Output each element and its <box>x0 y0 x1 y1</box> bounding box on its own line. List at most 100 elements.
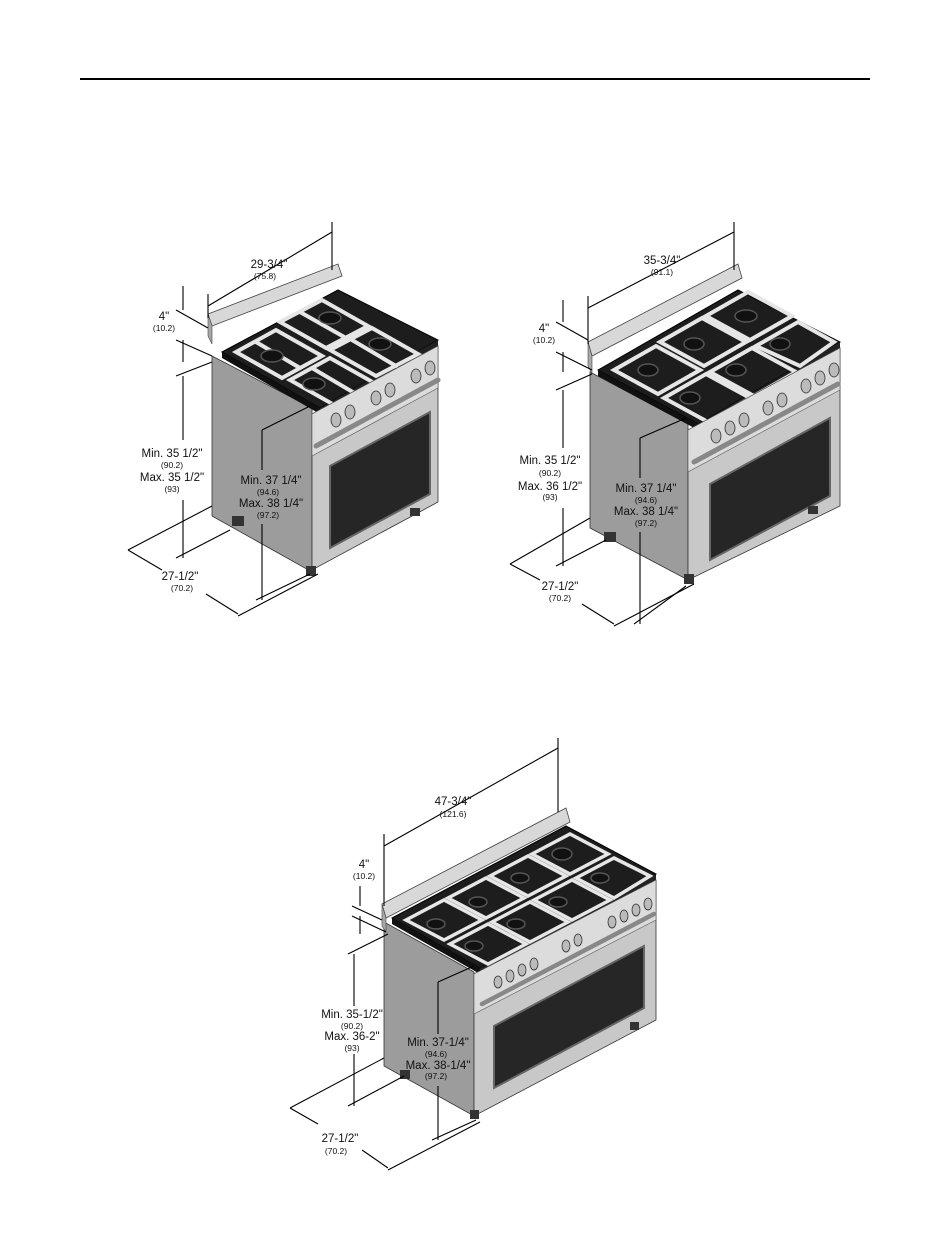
knob-icon <box>814 370 826 386</box>
range-48-front-max-metric: (97.2) <box>425 1071 447 1081</box>
burner-icon <box>510 872 530 884</box>
knob-icon <box>505 969 515 983</box>
burner-icon <box>368 337 392 351</box>
range-30-dimensions: 29-3/4" (75.8) 4" (10.2) Min. 35 1/2" (9… <box>127 222 333 617</box>
knob-icon <box>631 903 641 917</box>
burner-icon <box>464 940 484 952</box>
range-48-depth-label: 27-1/2" <box>322 1133 359 1145</box>
knob-icon <box>619 909 629 923</box>
knob-icon <box>370 390 382 406</box>
range-30-oven-window <box>329 410 431 550</box>
range-48-front-max-label: Max. 38-1/4" <box>406 1060 471 1072</box>
range-30-oven-handle <box>313 377 441 449</box>
burner-icon <box>468 896 488 908</box>
burner-icon <box>679 391 701 405</box>
burner-icon <box>769 337 791 351</box>
range-30-depth-label: 27-1/2" <box>162 571 199 583</box>
range-30-width-label: 29-3/4" <box>251 259 288 271</box>
range-30-front-min-metric: (94.6) <box>257 487 279 497</box>
range-30-front-max-label: Max. 38 1/4" <box>239 498 303 510</box>
knob-icon <box>643 897 653 911</box>
burner-icon <box>506 918 526 930</box>
range-30-side-max-metric: (93) <box>164 484 179 494</box>
header-rule <box>80 78 870 80</box>
range-30-side-min-metric: (90.2) <box>161 460 183 470</box>
range-48-front-min-metric: (94.6) <box>425 1049 447 1059</box>
range-48-side-max-metric: (93) <box>344 1043 359 1053</box>
range-30-side-min-label: Min. 35 1/2" <box>142 448 203 460</box>
range-36-width-label: 35-3/4" <box>644 255 681 267</box>
burner-icon <box>683 337 705 351</box>
knob-icon <box>800 378 812 394</box>
range-48-knobs <box>493 897 653 989</box>
burner-icon <box>734 309 758 323</box>
range-36-oven-handle <box>691 381 841 465</box>
range-36-knobs <box>710 362 840 444</box>
knob-icon <box>330 412 342 428</box>
burner-icon <box>318 311 342 325</box>
burner-icon <box>637 363 659 377</box>
range-36-front-max-label: Max. 38 1/4" <box>614 506 678 518</box>
range-48-grates <box>402 832 654 966</box>
range-48-backguard-metric: (10.2) <box>353 871 375 881</box>
range-30-illustration <box>207 263 441 576</box>
range-48-side-min-label: Min. 35-1/2" <box>321 1009 383 1021</box>
range-30-backguard-label: 4" <box>159 311 169 323</box>
knob-icon <box>607 915 617 929</box>
range-48-backguard-label: 4" <box>359 859 369 871</box>
range-48-side-min-metric: (90.2) <box>341 1021 363 1031</box>
burner-icon <box>426 918 446 930</box>
knob-icon <box>517 963 527 977</box>
range-36-depth-label: 27-1/2" <box>542 581 579 593</box>
range-36-front-max-metric: (97.2) <box>635 518 657 528</box>
range-48-width-metric: (121.6) <box>440 809 467 819</box>
range-30-burners <box>260 311 392 391</box>
range-36-burners <box>637 309 791 405</box>
range-30-front-max-metric: (97.2) <box>257 510 279 520</box>
range-36-oven-window <box>709 416 831 562</box>
knob-icon <box>776 392 788 408</box>
range-30-backguard-metric: (10.2) <box>153 323 175 333</box>
range-36-backguard-metric: (10.2) <box>533 335 555 345</box>
range-30-knobs <box>330 360 436 428</box>
range-48-burners <box>426 847 610 952</box>
range-36-depth-metric: (70.2) <box>549 593 571 603</box>
range-48-depth-metric: (70.2) <box>325 1146 347 1156</box>
burner-icon <box>260 349 284 363</box>
range-48-oven-window <box>493 944 645 1090</box>
range-36-illustration <box>587 263 842 584</box>
knob-icon <box>344 404 356 420</box>
knob-icon <box>529 957 539 971</box>
range-30-front-min-label: Min. 37 1/4" <box>241 475 302 487</box>
knob-icon <box>738 412 750 428</box>
range-36-side-max-label: Max. 36 1/2" <box>518 481 582 493</box>
range-48-oven-handle <box>479 911 657 1007</box>
knob-icon <box>724 420 736 436</box>
range-36-dimensions: 35-3/4" (91.1) 4" (10.2) Min. 35 1/2" (9… <box>509 222 735 627</box>
knob-icon <box>828 362 840 378</box>
burner-icon <box>548 896 568 908</box>
burner-icon <box>725 363 747 377</box>
range-36-side-max-metric: (93) <box>542 492 557 502</box>
range-30-side-max-label: Max. 35 1/2" <box>140 472 204 484</box>
knob-icon <box>424 360 436 376</box>
knob-icon <box>710 428 722 444</box>
range-36-front-min-label: Min. 37 1/4" <box>616 483 677 495</box>
range-36-side-min-label: Min. 35 1/2" <box>520 455 581 467</box>
range-48-side-max-label: Max. 36-2" <box>324 1031 379 1043</box>
range-30-depth-metric: (70.2) <box>171 583 193 593</box>
knob-icon <box>573 933 583 947</box>
burner-icon <box>302 377 326 391</box>
knob-icon <box>561 939 571 953</box>
range-48-front-min-label: Min. 37-1/4" <box>407 1037 469 1049</box>
burner-icon <box>551 847 573 861</box>
range-36-front-min-metric: (94.6) <box>635 495 657 505</box>
range-48-illustration <box>381 807 658 1119</box>
range-36-side-min-metric: (90.2) <box>539 468 561 478</box>
burner-icon <box>590 872 610 884</box>
knob-icon <box>410 368 422 384</box>
range-36-width-metric: (91.1) <box>651 267 673 277</box>
